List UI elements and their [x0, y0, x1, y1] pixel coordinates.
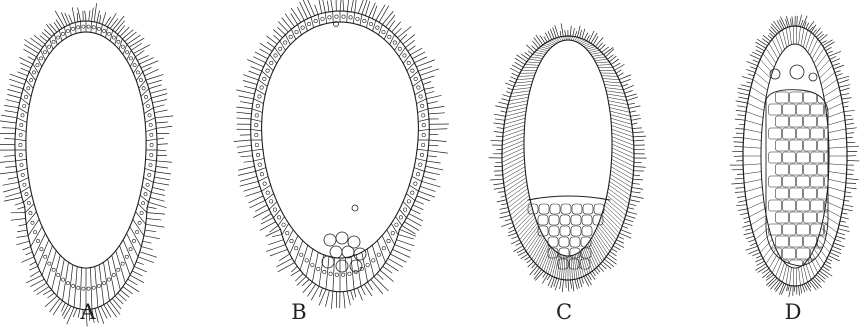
panel-a-label: A	[68, 300, 108, 324]
inner-wall	[26, 32, 146, 268]
cilia	[489, 24, 647, 292]
panel-c-embryo	[489, 24, 647, 292]
panel-d-embryo	[730, 15, 859, 297]
outer-wall	[251, 11, 430, 292]
nuclei	[255, 15, 426, 277]
polar-bodies	[770, 65, 817, 81]
panel-b-blastula	[234, 0, 449, 309]
panel-c-label: C	[544, 300, 584, 324]
panel-b-label: B	[279, 300, 319, 324]
nuclei	[19, 25, 153, 290]
panel-a-blastula	[0, 3, 173, 326]
inner-wall	[262, 22, 419, 258]
outer-wall	[502, 36, 634, 280]
cilia	[0, 3, 173, 326]
cell-walls	[251, 11, 430, 292]
ingressing-cells	[322, 22, 366, 273]
inner-wall	[524, 40, 612, 256]
panel-d-label: D	[773, 300, 813, 324]
